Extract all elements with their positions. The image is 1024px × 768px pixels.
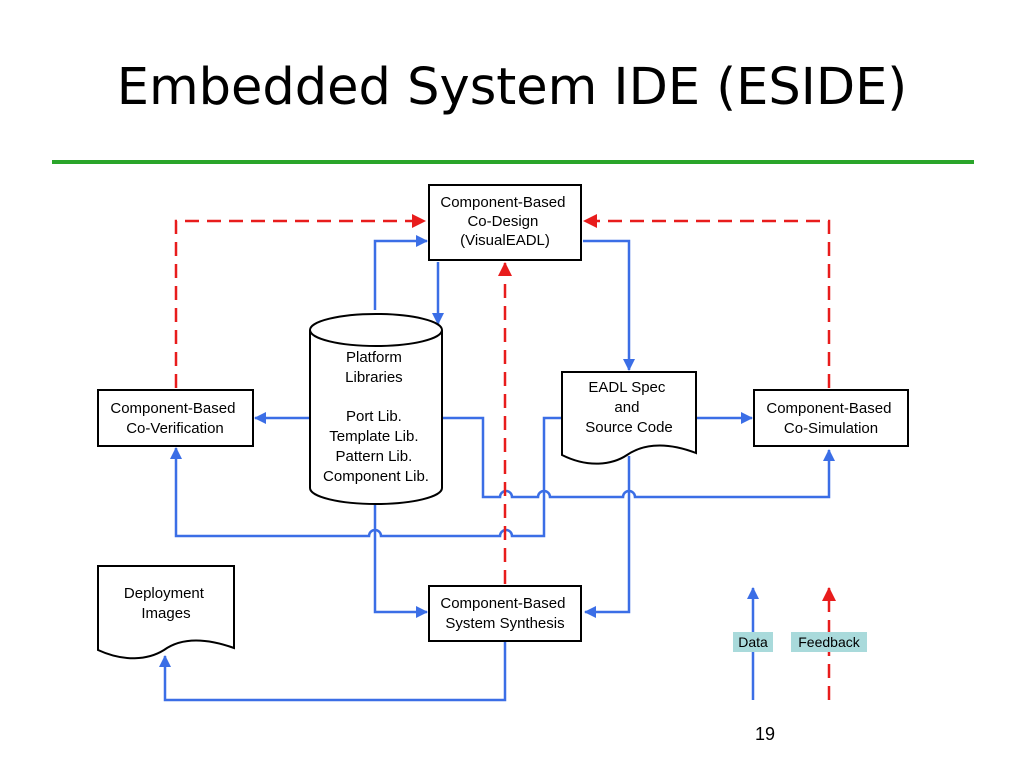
legend-data-label-bg — [733, 632, 773, 652]
legend-data-label: Data — [738, 634, 768, 650]
legend-feedback-label-bg — [791, 632, 867, 652]
node-deployment-images: Deployment Images — [97, 565, 235, 660]
title-divider — [52, 160, 974, 164]
slide-title: Embedded System IDE (ESIDE) — [116, 58, 908, 117]
node-coverification: Component-Based Co-Verification — [97, 389, 254, 447]
data-arrow-synthesis-to-deployment — [159, 642, 507, 702]
data-arrow-codesign-to-eadl — [583, 239, 635, 371]
node-cosimulation: Component-Based Co-Simulation — [753, 389, 909, 447]
legend: Data Feedback — [733, 587, 867, 700]
data-arrow-eadl-to-coverif — [170, 416, 562, 538]
page-number: 19 — [754, 724, 776, 744]
feedback-arrow-coverif-to-codesign — [174, 214, 426, 388]
data-arrow-platform-to-codesign — [373, 235, 428, 310]
svg-text:Component-Based Co-Verif: Component-Based Co-Verification — [110, 400, 239, 437]
node-codesign: Component-Based Co-Design (VisualEADL) — [428, 184, 582, 261]
node-platform-libraries: Platform Libraries Port Lib. Template Li… — [308, 313, 443, 505]
data-arrow-platform-to-synthesis — [373, 505, 428, 618]
svg-text:Component-Based System S: Component-Based System Synthesis — [440, 595, 569, 632]
svg-text:Deployment Images: Deployment Images — [124, 585, 208, 622]
svg-text:Component-Based Co-Desig: Component-Based Co-Design (VisualEADL) — [440, 194, 569, 249]
data-arrow-eadl-to-synthesis — [584, 456, 631, 618]
node-system-synthesis: Component-Based System Synthesis — [428, 585, 582, 642]
feedback-arrow-cosim-to-codesign — [583, 214, 831, 388]
svg-text:Platform Libraries: Platform Libraries Port Lib. Template Li… — [323, 349, 429, 485]
svg-text:EADL Spec and Sour: EADL Spec and Source Code — [585, 379, 673, 436]
svg-text:Component-Based Co-Simul: Component-Based Co-Simulation — [766, 400, 895, 437]
node-eadl-spec: EADL Spec and Source Code — [561, 371, 697, 465]
legend-feedback-label: Feedback — [798, 634, 860, 650]
